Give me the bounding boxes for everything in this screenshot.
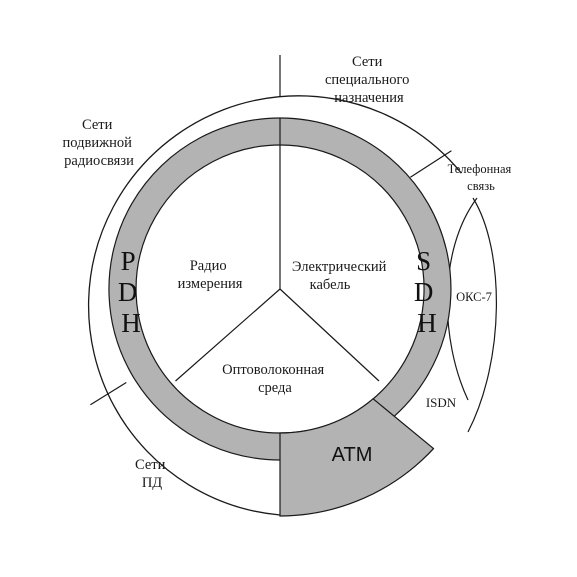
- telephone-lens-outer: [467, 197, 497, 433]
- label-pdh: P D H: [118, 246, 144, 338]
- label-atm: ATM: [332, 444, 373, 466]
- label-oks7: ОКС-7: [456, 290, 492, 304]
- inner-divider-left: [175, 288, 281, 382]
- divider-upper-right: [410, 150, 452, 178]
- label-telephone: Телефонная связь: [448, 162, 515, 193]
- label-radio-measurements: Радио измерения: [178, 258, 243, 292]
- label-data-networks: Сети ПД: [135, 457, 169, 491]
- label-electric-cable: Электрический кабель: [292, 259, 390, 293]
- label-isdn: ISDN: [426, 395, 457, 410]
- label-mobile-networks: Сети подвижной радиосвязи: [63, 117, 136, 169]
- outer-ring-arc-upper: [87, 95, 462, 516]
- label-optical-fiber: Оптоволоконная среда: [222, 362, 328, 396]
- atm-sector: [279, 398, 435, 517]
- label-sdh: S D H: [414, 246, 440, 338]
- divider-lower-left: [90, 381, 127, 406]
- label-special-networks: Сети специального назначения: [325, 54, 413, 106]
- inner-divider-right: [279, 288, 380, 382]
